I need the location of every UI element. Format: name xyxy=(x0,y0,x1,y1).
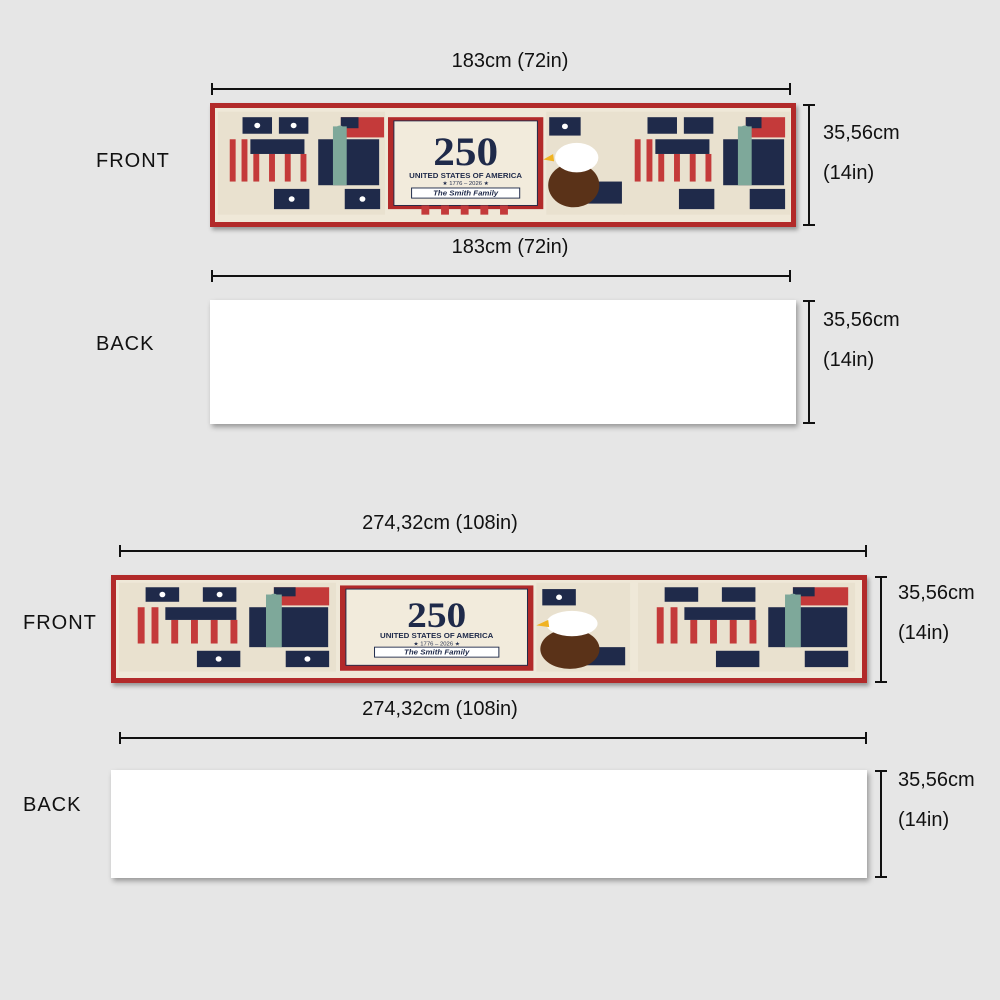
large-front-runner: 250 UNITED STATES OF AMERICA ★ 1776 – 20… xyxy=(111,575,867,683)
design-years-text: ★ 1776 – 2026 ★ xyxy=(413,641,460,648)
large-back-label: BACK xyxy=(23,794,82,816)
runner-pattern: 250 UNITED STATES OF AMERICA ★ 1776 – 20… xyxy=(116,580,862,678)
small-front-height-line xyxy=(803,104,815,226)
runner-pattern: 250 UNITED STATES OF AMERICA ★ 1776 – 20… xyxy=(215,108,791,222)
large-front-width-label: 274,32cm (108in) xyxy=(362,512,518,534)
small-back-height-label: 35,56cm (14in) xyxy=(823,309,900,371)
small-front-label: FRONT xyxy=(96,150,170,172)
design-country-text: UNITED STATES OF AMERICA xyxy=(380,631,494,640)
small-front-runner: 250 UNITED STATES OF AMERICA ★ 1776 – 20… xyxy=(210,103,796,227)
design-number-text: 250 xyxy=(433,130,498,174)
small-front-width-line xyxy=(211,83,791,95)
small-back-width-line xyxy=(211,270,791,282)
design-family-text: The Smith Family xyxy=(404,648,470,657)
large-back-width-label: 274,32cm (108in) xyxy=(362,698,518,720)
design-family-text: The Smith Family xyxy=(433,189,499,198)
small-back-runner xyxy=(210,300,796,424)
small-front-width-label: 183cm (72in) xyxy=(451,50,569,72)
large-front-label: FRONT xyxy=(23,612,97,634)
small-back-label: BACK xyxy=(96,333,155,355)
large-front-height-label: 35,56cm (14in) xyxy=(898,582,975,644)
large-front-height-line xyxy=(875,576,887,683)
small-back-height-line xyxy=(803,300,815,424)
design-number-text: 250 xyxy=(407,596,466,636)
design-country-text: UNITED STATES OF AMERICA xyxy=(409,171,522,180)
large-back-height-line xyxy=(875,770,887,878)
large-front-width-line xyxy=(119,545,867,557)
large-back-height-label: 35,56cm (14in) xyxy=(898,769,975,831)
small-front-height-label: 35,56cm (14in) xyxy=(823,122,900,184)
design-years-text: ★ 1776 – 2026 ★ xyxy=(442,180,489,187)
small-back-width-label: 183cm (72in) xyxy=(451,236,569,258)
large-back-width-line xyxy=(119,732,867,744)
large-back-runner xyxy=(111,770,867,878)
